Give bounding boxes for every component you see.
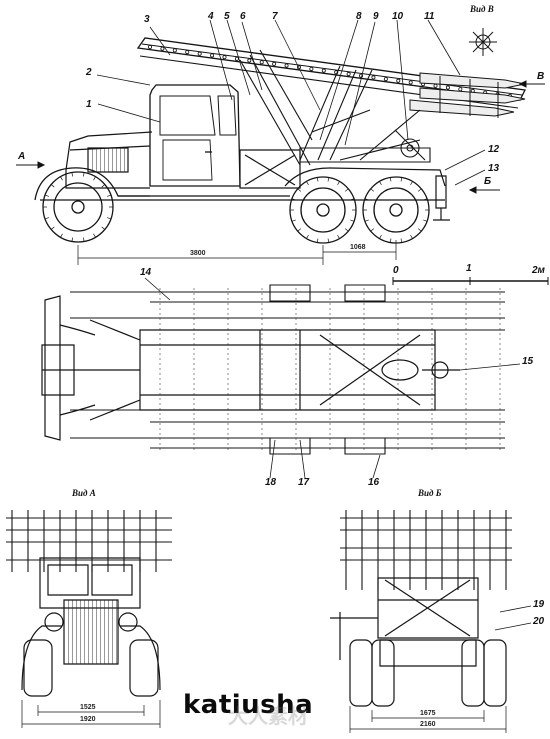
- section-arrow-a: [16, 162, 44, 168]
- plan-wheels: [270, 285, 385, 454]
- rockets: [410, 73, 525, 118]
- front-dimension-lines: [22, 700, 160, 728]
- side-wheels: [43, 172, 429, 243]
- plan-chassis: [90, 320, 460, 420]
- section-arrow-b: [470, 187, 500, 193]
- callout-8: 8: [356, 11, 362, 22]
- view-v-compass: [469, 28, 497, 56]
- truck-cab: [150, 85, 240, 186]
- watermark: 大人素材: [228, 704, 308, 728]
- side-view: [16, 20, 548, 285]
- front-cab: [22, 558, 160, 690]
- callout-11: 11: [424, 11, 435, 22]
- callout-18: 18: [265, 477, 277, 488]
- callout-2: 2: [86, 67, 92, 78]
- dim-front-width: 1920: [80, 716, 96, 723]
- drawing-title: katiusha: [183, 690, 314, 720]
- view-v-label: Вид В: [470, 4, 494, 14]
- scale-label-2m: 2м: [532, 265, 545, 276]
- plan-view: [42, 278, 520, 478]
- front-fender: [35, 168, 150, 200]
- rear-dimension-lines: [350, 706, 506, 733]
- dim-rear-axle-spacing: 1068: [350, 244, 366, 251]
- front-wheels: [24, 640, 158, 696]
- callout-1: 1: [86, 99, 92, 110]
- dim-wheelbase: 3800: [190, 250, 206, 257]
- dim-rear-track: 1675: [420, 710, 436, 717]
- rear-view: [330, 510, 531, 733]
- rear-callout-leaders: [495, 606, 531, 630]
- plan-callout-leaders: [145, 278, 520, 478]
- callout-17: 17: [298, 477, 310, 488]
- scale-label-0: 0: [393, 265, 399, 276]
- truck-hood: [66, 132, 152, 188]
- chassis-side: [40, 150, 445, 200]
- callout-5: 5: [224, 11, 230, 22]
- section-mark-b: Б: [484, 176, 492, 187]
- callout-20: 20: [533, 616, 545, 627]
- scale-label-1: 1: [466, 263, 472, 274]
- callout-13: 13: [488, 163, 500, 174]
- callout-15: 15: [522, 356, 534, 367]
- view-b-label: Вид Б: [418, 488, 442, 498]
- rear-wheels: [350, 640, 506, 706]
- front-view: [6, 510, 172, 728]
- scale-bar: [393, 277, 548, 285]
- stabilizer-jack: [433, 176, 450, 220]
- section-arrow-v: [520, 81, 545, 87]
- dim-rear-width: 2160: [420, 721, 436, 728]
- front-launcher-grid: [6, 510, 172, 572]
- callout-14: 14: [140, 267, 152, 278]
- callout-10: 10: [392, 11, 404, 22]
- callout-leaders: [97, 20, 485, 185]
- callout-16: 16: [368, 477, 380, 488]
- callout-12: 12: [488, 144, 500, 155]
- dim-front-track: 1525: [80, 704, 96, 711]
- callout-19: 19: [533, 599, 545, 610]
- section-mark-a: А: [18, 151, 26, 162]
- rear-launcher-grid: [340, 510, 512, 590]
- callout-7: 7: [272, 11, 278, 22]
- rear-body: [330, 578, 478, 666]
- side-dimension-lines: [78, 240, 396, 265]
- callout-3: 3: [144, 14, 150, 25]
- callout-4: 4: [208, 11, 214, 22]
- section-mark-v: В: [537, 71, 545, 82]
- view-a-label: Вид А: [72, 488, 96, 498]
- callout-6: 6: [240, 11, 246, 22]
- launcher-truss: [240, 50, 430, 165]
- plan-front: [42, 296, 140, 440]
- callout-9: 9: [373, 11, 379, 22]
